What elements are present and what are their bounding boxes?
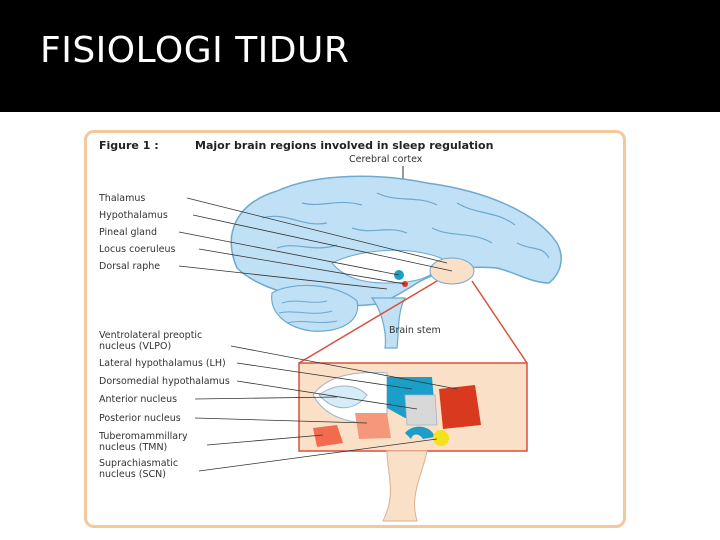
scn-pointer bbox=[198, 438, 438, 472]
label-hypothalamus: Hypothalamus bbox=[99, 210, 168, 221]
tmn-region-shape bbox=[313, 425, 343, 447]
hypothalamus-magnified bbox=[298, 362, 528, 522]
label-cerebral-cortex: Cerebral cortex bbox=[349, 154, 423, 165]
vlpo-region-shape bbox=[439, 385, 481, 429]
brain-labels: Thalamus Hypothalamus Pineal gland Locus… bbox=[98, 193, 453, 290]
zoom-connector-left bbox=[298, 280, 438, 364]
figure-frame: Figure 1 : Major brain regions involved … bbox=[84, 130, 626, 528]
nuclei-labels: Ventrolateral preoptic nucleus (VLPO) La… bbox=[98, 330, 458, 480]
brain-figure: Figure 1 : Major brain regions involved … bbox=[98, 139, 562, 522]
anterior-nucleus-shape bbox=[318, 385, 368, 409]
raphe-pointer bbox=[178, 265, 388, 290]
posterior-pointer bbox=[194, 417, 368, 424]
posterior-nucleus-shape bbox=[355, 413, 391, 439]
brain-sagittal-illustration bbox=[230, 175, 562, 349]
tmn-pointer bbox=[206, 434, 324, 446]
label-pineal-gland: Pineal gland bbox=[99, 227, 157, 238]
label-tmn-1: Tuberomammillary bbox=[98, 431, 188, 442]
label-locus-coeruleus: Locus coeruleus bbox=[99, 244, 175, 255]
scn-marker bbox=[433, 430, 449, 446]
figure-title-prefix: Figure 1 : bbox=[99, 139, 159, 152]
slide-title: FISIOLOGI TIDUR bbox=[40, 30, 350, 71]
label-thalamus: Thalamus bbox=[98, 193, 145, 204]
figure-title: Major brain regions involved in sleep re… bbox=[195, 139, 493, 152]
pineal-pointer bbox=[178, 231, 400, 276]
teal-arc-shape bbox=[405, 426, 435, 439]
lh-pointer bbox=[236, 362, 413, 390]
zoom-connector-right bbox=[471, 280, 528, 364]
thalamus-pointer bbox=[186, 197, 448, 264]
brain-stem-shape bbox=[370, 297, 406, 349]
hypothalamus-pointer bbox=[192, 214, 453, 272]
label-dorsomedial: Dorsomedial hypothalamus bbox=[99, 376, 230, 387]
label-brain-stem: Brain stem bbox=[389, 325, 441, 336]
label-tmn-2: nucleus (TMN) bbox=[99, 442, 167, 453]
title-bar: FISIOLOGI TIDUR bbox=[0, 0, 720, 112]
label-lateral-hypothalamus: Lateral hypothalamus (LH) bbox=[99, 358, 226, 369]
anterior-pointer bbox=[194, 396, 338, 400]
label-vlpo-1: Ventrolateral preoptic bbox=[99, 330, 202, 341]
pituitary-stalk-shape bbox=[382, 450, 428, 522]
label-dorsal-raphe: Dorsal raphe bbox=[99, 261, 160, 272]
locus-pointer bbox=[198, 248, 406, 285]
label-scn-2: nucleus (SCN) bbox=[99, 469, 166, 480]
vlpo-pointer bbox=[230, 345, 458, 390]
label-posterior-nucleus: Posterior nucleus bbox=[99, 413, 181, 424]
dorsomedial-shape bbox=[404, 394, 438, 426]
cerebrum-shape bbox=[230, 175, 562, 307]
label-anterior-nucleus: Anterior nucleus bbox=[99, 394, 177, 405]
label-scn-1: Suprachiasmatic bbox=[99, 458, 178, 469]
dm-pointer bbox=[236, 380, 418, 410]
label-vlpo-2: nucleus (VLPO) bbox=[99, 341, 171, 352]
cerebellum-shape bbox=[271, 284, 359, 332]
